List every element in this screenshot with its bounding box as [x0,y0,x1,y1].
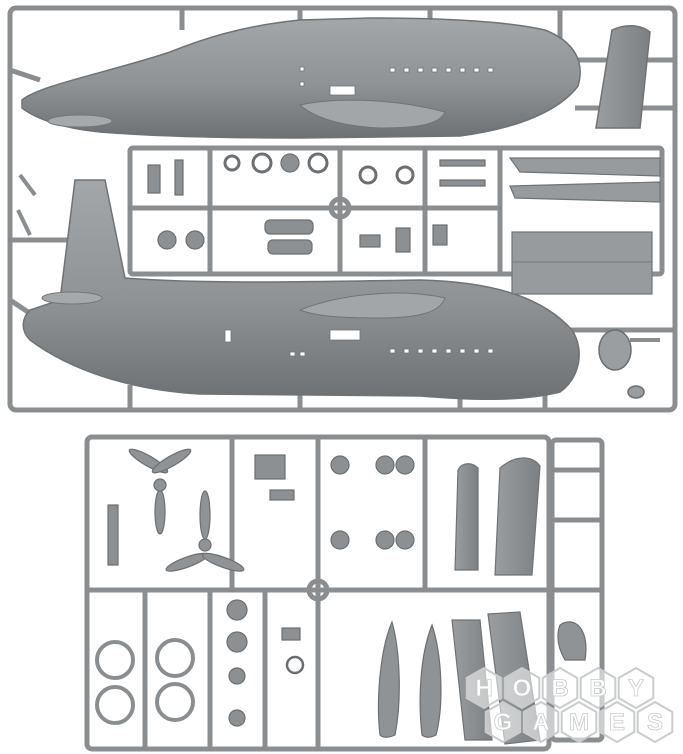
watermark-hex [465,666,503,710]
fuselage-half-lower [22,179,580,400]
bottom-letter: G [494,709,513,736]
watermark-hex [617,666,655,710]
watermark-hex [636,700,674,744]
small-parts-upper [147,152,486,255]
bottom-letter: A [532,709,549,736]
upper-sprue [7,5,678,413]
tail-fin [595,25,651,129]
cowling-rings [95,638,195,725]
top-letter: B [589,675,606,702]
nose-parts [16,173,660,399]
watermark-hex [579,666,617,710]
top-letter: O [513,675,532,702]
bottom-letter: S [647,709,663,736]
watermark-hex [598,700,636,744]
fuselage-windows [224,66,494,357]
wing-strips [508,157,661,295]
watermark-hex [541,666,579,710]
top-letter: H [475,675,492,702]
fuselage-half-upper [21,17,581,139]
watermark-hex [503,666,541,710]
propellers [128,448,245,572]
top-letter: Y [628,675,644,702]
watermark-hex [522,700,560,744]
bottom-letter: E [609,709,625,736]
engine-parts [107,454,415,727]
top-letter: B [551,675,568,702]
bottom-letter: M [569,709,589,736]
watermark-hex [484,700,522,744]
wingtip-floats [377,620,587,738]
watermark-hex [560,700,598,744]
